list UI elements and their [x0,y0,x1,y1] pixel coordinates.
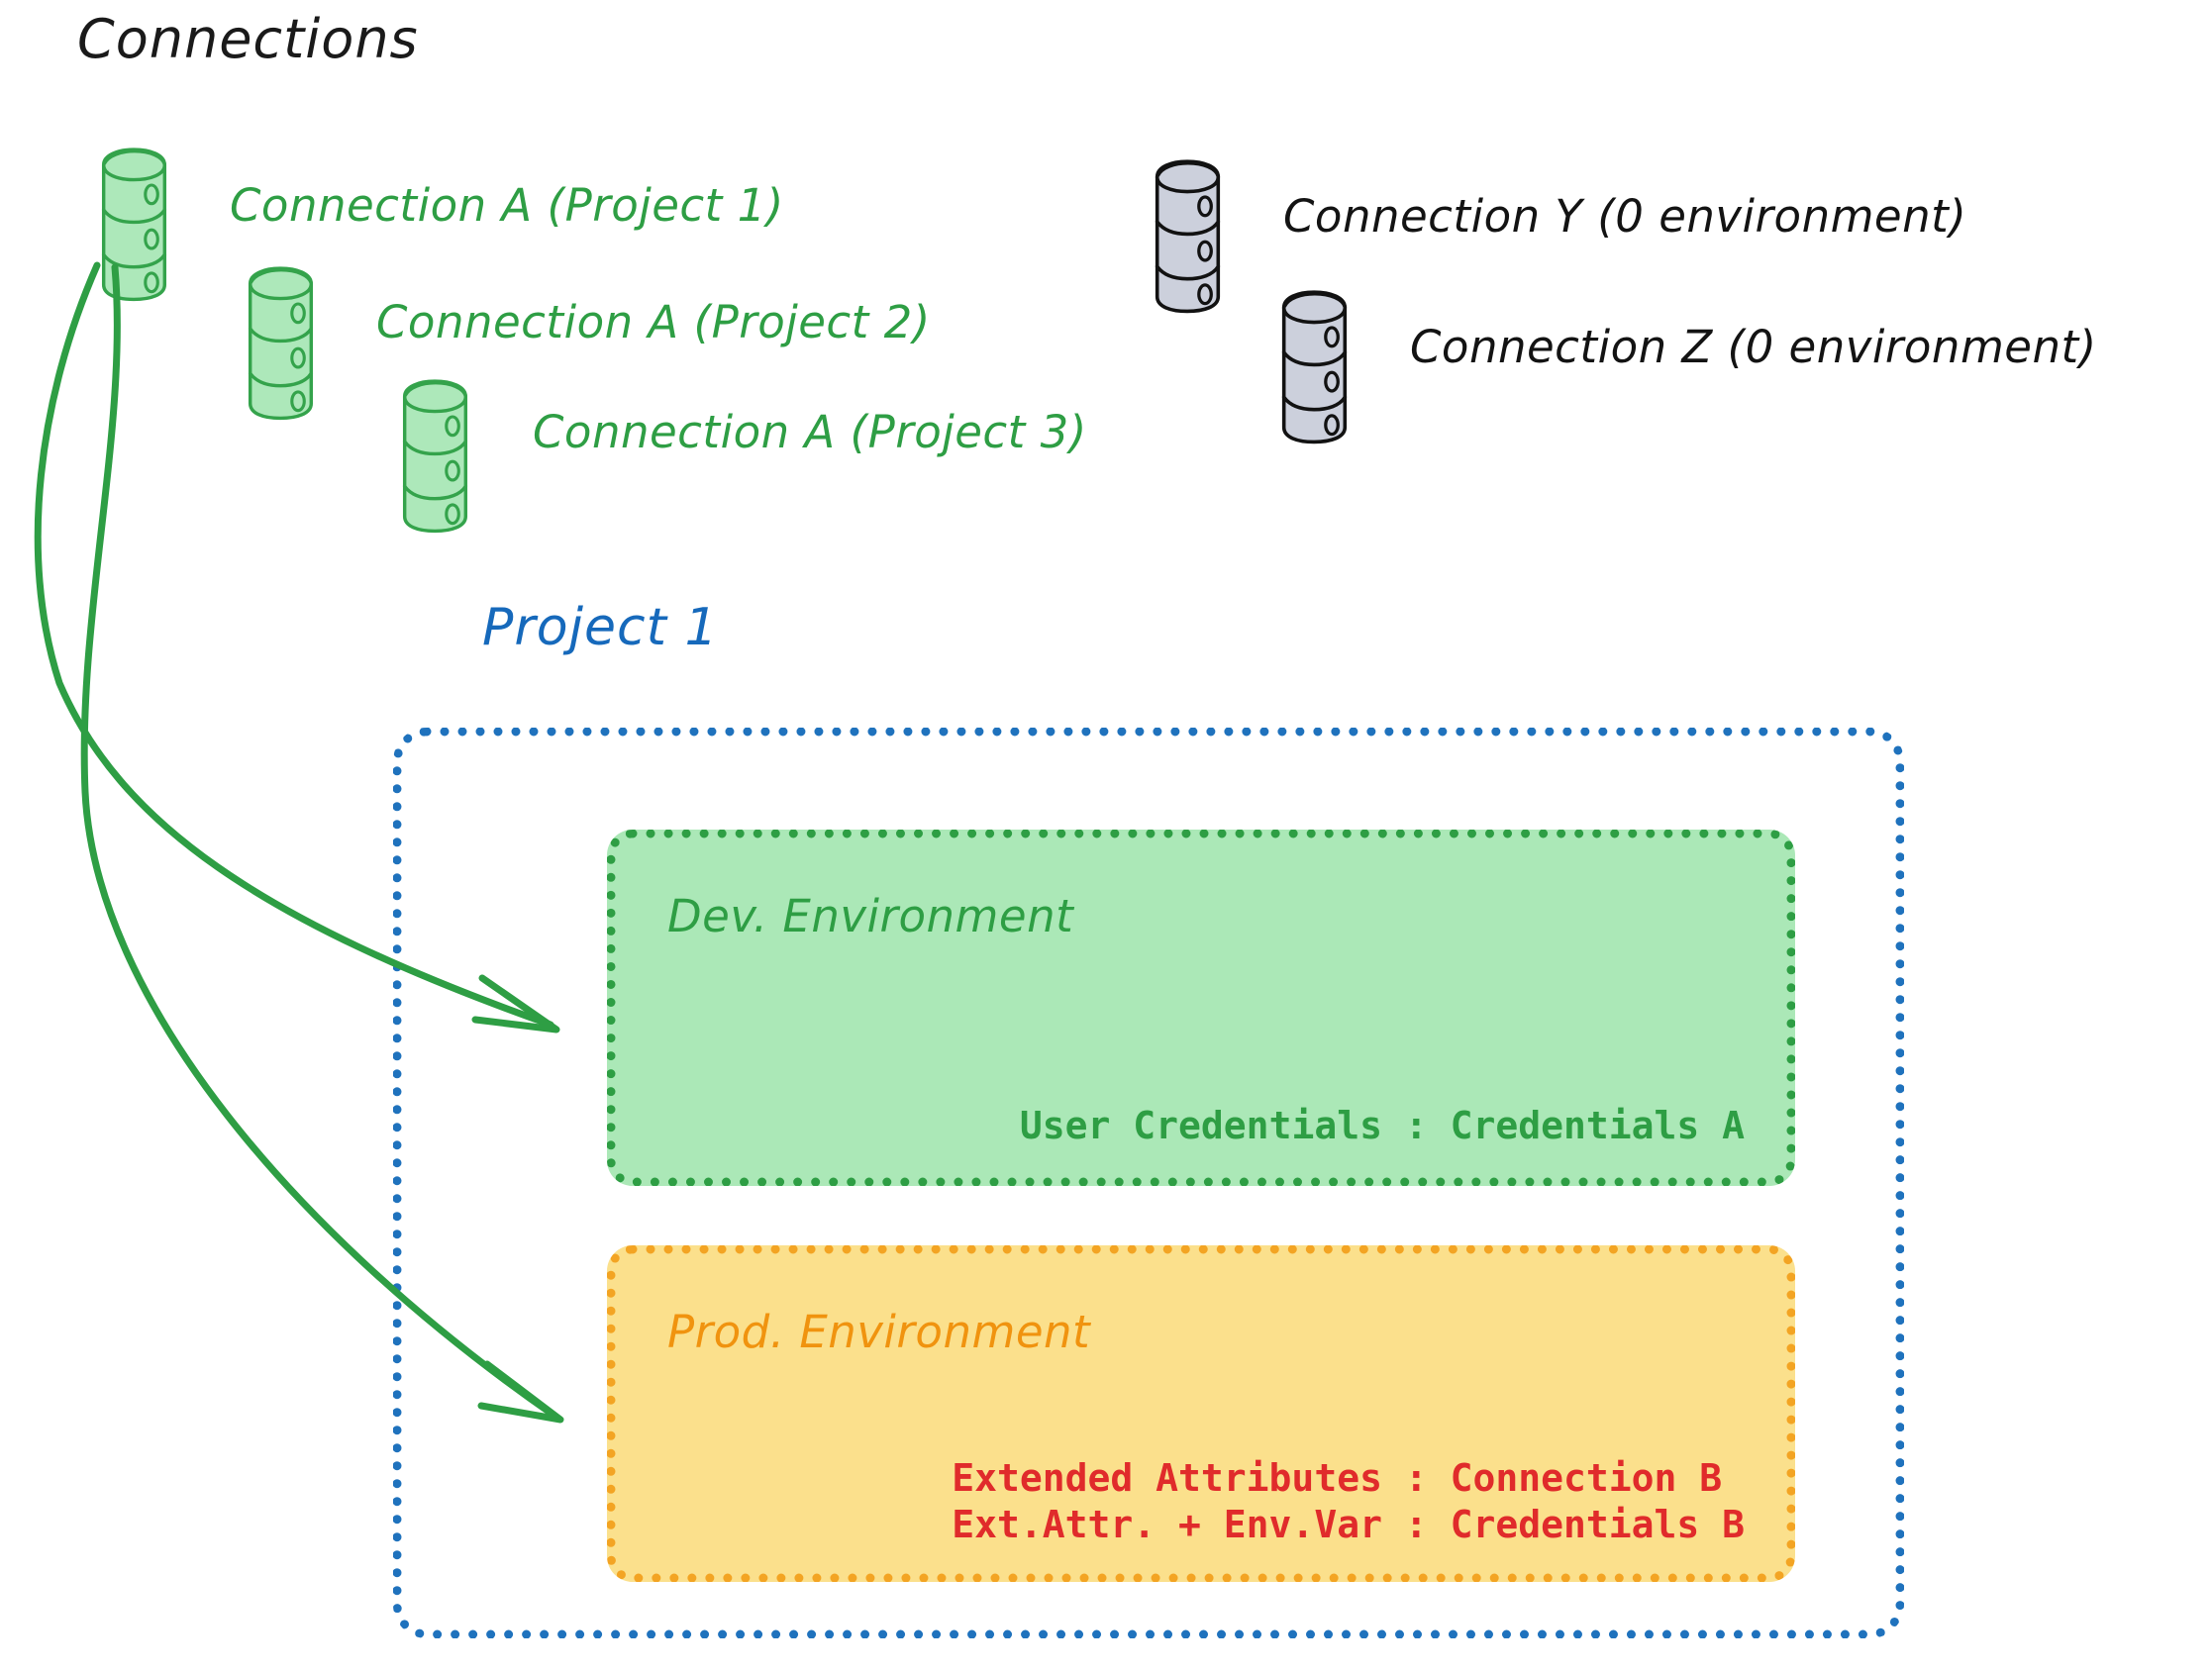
database-icon [100,147,167,302]
connection-label-y: Connection Y (0 environment) [1283,190,1967,243]
dev-environment-box: Dev. Environment User Credentials : Cred… [607,830,1795,1186]
project-title: Project 1 [482,598,719,657]
prod-environment-title: Prod. Environment [667,1306,1091,1358]
database-icon [247,265,314,421]
prod-environment-box: Prod. Environment Extended Attributes : … [607,1245,1795,1582]
database-icon [401,378,468,534]
dev-user-credentials: User Credentials : Credentials A [1019,1104,1745,1147]
connection-label-z: Connection Z (0 environment) [1410,321,2097,373]
prod-extended-attributes: Extended Attributes : Connection B [952,1456,1723,1501]
dev-environment-title: Dev. Environment [667,890,1074,942]
page-title: Connections [77,8,419,70]
prod-details: Extended Attributes : Connection B Ext.A… [952,1455,1745,1547]
prod-ext-attr-env-var: Ext.Attr. + Env.Var : Credentials B [952,1502,1745,1546]
connection-label-a-project-3: Connection A (Project 3) [533,406,1087,458]
database-icon [1280,289,1348,445]
connection-label-a-project-1: Connection A (Project 1) [230,179,784,232]
database-icon [1154,158,1221,315]
connection-label-a-project-2: Connection A (Project 2) [376,296,931,348]
